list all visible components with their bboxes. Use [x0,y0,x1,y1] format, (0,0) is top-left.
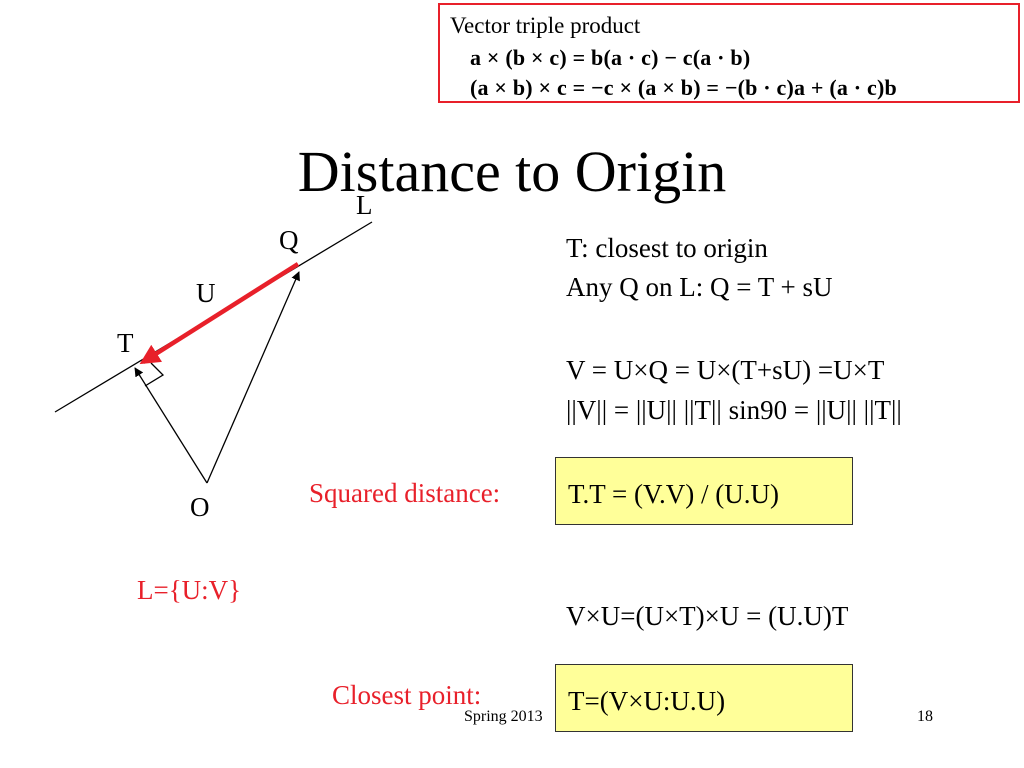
line-definition-caption: L={U:V} [137,575,242,605]
triple-product-formula-2: (a × b) × c = −c × (a × b) = −(b · c)a +… [470,75,897,100]
label-U: U [196,278,216,308]
slide-title: Distance to Origin [297,139,727,204]
triple-product-formula-1: a × (b × c) = b(a · c) − c(a · b) [470,45,751,70]
vector-U [139,262,300,365]
vector-O-to-Q [206,271,300,484]
text-line-2: Any Q on L: Q = T + sU [566,272,833,302]
text-line-3: V = U×Q = U×(T+sU) =U×T [566,355,885,385]
closest-point-box: T=(V×U:U.U) [555,664,853,732]
text-line-1: T: closest to origin [566,233,768,263]
triple-product-box: Vector triple product a × (b × c) = b(a … [438,3,1020,103]
page-number: 18 [917,708,933,725]
closest-point-formula: T=(V×U:U.U) [568,686,726,716]
text-line-5: V×U=(U×T)×U = (U.U)T [566,601,849,631]
vector-O-to-T [134,367,208,484]
squared-distance-label: Squared distance: [309,478,501,508]
footer-date: Spring 2013 [464,708,543,725]
squared-distance-box: T.T = (V.V) / (U.U) [555,457,853,525]
label-T: T [117,328,134,358]
triple-product-title: Vector triple product [450,13,641,38]
label-L: L [356,190,373,220]
closest-point-label: Closest point: [332,680,482,710]
text-line-4: ||V|| = ||U|| ||T|| sin90 = ||U|| ||T|| [566,395,902,425]
right-angle-marker [144,362,165,387]
label-Q: Q [279,225,299,255]
label-O: O [190,492,210,522]
squared-distance-formula: T.T = (V.V) / (U.U) [568,479,779,509]
